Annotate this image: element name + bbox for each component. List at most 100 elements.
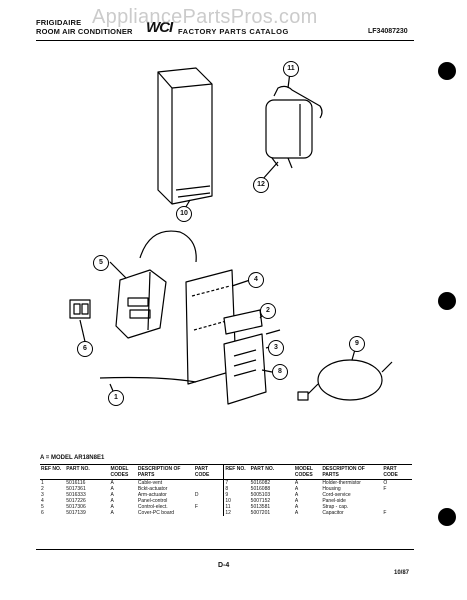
table-cell: 5017139 bbox=[66, 510, 86, 516]
callout-4: 4 bbox=[248, 272, 264, 288]
callout-8: 8 bbox=[272, 364, 288, 380]
table-cell: F bbox=[383, 510, 387, 516]
catalog-code: LF34087230 bbox=[368, 28, 408, 35]
callout-12: 12 bbox=[253, 177, 269, 193]
table-cell: A bbox=[294, 504, 299, 510]
capacitor-drawing bbox=[265, 85, 323, 169]
table-cell: 10 bbox=[223, 498, 250, 504]
table-cell: 7 bbox=[223, 479, 250, 486]
table-cell: 5017226 bbox=[66, 498, 86, 504]
callout-10: 10 bbox=[176, 206, 192, 222]
column-header: REF NO. bbox=[40, 464, 66, 480]
column-header: PART CODE bbox=[382, 464, 412, 480]
table-cell: 2 bbox=[41, 486, 44, 492]
table-cell: F bbox=[383, 486, 387, 492]
page-number: D-4 bbox=[218, 562, 230, 569]
side-panel-drawing bbox=[157, 67, 213, 205]
header-rule bbox=[36, 40, 414, 41]
binder-hole bbox=[438, 292, 456, 310]
table-cell: A bbox=[294, 486, 299, 492]
table-cell: 8 bbox=[223, 486, 250, 492]
table-cell: O bbox=[383, 480, 388, 486]
table-cell: Arm-actuator bbox=[137, 492, 167, 498]
table-cell: A bbox=[110, 504, 114, 510]
table-cell: A bbox=[110, 486, 114, 492]
table-cell bbox=[194, 510, 224, 516]
column-header: PART NO. bbox=[65, 464, 110, 480]
model-legend: A = MODEL AR18N8E1 bbox=[40, 455, 105, 461]
connector-drawing bbox=[69, 299, 91, 319]
callout-9: 9 bbox=[349, 336, 365, 352]
table-cell: Cord-service bbox=[322, 492, 351, 498]
table-cell: 5007152 bbox=[250, 498, 271, 504]
table-cell: 1 bbox=[41, 480, 44, 486]
table-cell: A bbox=[110, 510, 114, 516]
table-cell: Strap - cap. bbox=[322, 504, 349, 510]
table-cell: 5017361 bbox=[66, 486, 86, 492]
column-header: MODEL CODES bbox=[293, 464, 322, 480]
binder-hole bbox=[438, 508, 456, 526]
footer-rule bbox=[36, 549, 414, 550]
brand-block: FRIGIDAIRE ROOM AIR CONDITIONER bbox=[36, 18, 133, 36]
table-cell: 11 bbox=[223, 504, 250, 510]
table-cell: A bbox=[294, 492, 299, 498]
vent-cable-drawing bbox=[99, 376, 197, 383]
callout-1: 1 bbox=[108, 390, 124, 406]
wiring-harness-drawing bbox=[139, 230, 197, 263]
table-cell: 6 bbox=[41, 510, 44, 516]
table-cell: Holder-thermistor bbox=[322, 480, 361, 486]
table-cell: A bbox=[110, 498, 114, 504]
table-header-row: REF NO. PART NO. MODEL CODES DESCRIPTION… bbox=[40, 464, 412, 480]
table-cell: 5016082 bbox=[250, 480, 271, 486]
column-header: PART NO. bbox=[249, 464, 294, 480]
table-cell: 5007201 bbox=[250, 510, 271, 516]
table-cell: 5005103 bbox=[250, 492, 271, 498]
table-cell: 3 bbox=[41, 492, 44, 498]
binder-hole bbox=[438, 62, 456, 80]
callout-2: 2 bbox=[260, 303, 276, 319]
product-line: ROOM AIR CONDITIONER bbox=[36, 27, 133, 36]
table-cell: 5017306 bbox=[66, 504, 86, 510]
column-header: REF NO. bbox=[223, 464, 250, 480]
column-header: DESCRIPTION OF PARTS bbox=[321, 464, 383, 480]
table-cell: F bbox=[194, 504, 198, 510]
table-cell: 5016116 bbox=[66, 480, 86, 486]
table-cell: Panel-control bbox=[137, 498, 168, 504]
column-header: DESCRIPTION OF PARTS bbox=[136, 464, 194, 480]
table-cell: Control-elect. bbox=[137, 504, 168, 510]
table-cell: Capacitor bbox=[322, 510, 344, 516]
table-cell: Bckt-actuator bbox=[137, 486, 168, 492]
table-cell: 12 bbox=[223, 510, 250, 516]
table-cell: A bbox=[294, 480, 299, 486]
table-cell: A bbox=[294, 510, 299, 516]
exploded-parts-diagram bbox=[69, 67, 393, 405]
actuator-bracket-drawing bbox=[223, 309, 281, 349]
table-cell: 5 bbox=[41, 504, 44, 510]
wci-logo: WCI bbox=[146, 19, 173, 36]
callout-3: 3 bbox=[268, 340, 284, 356]
revision-date: 10/87 bbox=[394, 570, 410, 576]
table-cell: D bbox=[194, 492, 199, 498]
column-header: PART CODE bbox=[193, 464, 224, 480]
catalog-title: FACTORY PARTS CATALOG bbox=[178, 27, 289, 36]
table-cell: Panel-side bbox=[322, 498, 346, 504]
pc-board-cover-drawing bbox=[223, 333, 267, 405]
column-header: MODEL CODES bbox=[109, 464, 137, 480]
parts-table: REF NO. PART NO. MODEL CODES DESCRIPTION… bbox=[40, 464, 412, 516]
table-cell: Cable-vent bbox=[137, 480, 163, 486]
table-cell: 5016088 bbox=[250, 486, 271, 492]
electronic-control-drawing bbox=[115, 269, 167, 339]
table-cell: Cover-PC board bbox=[137, 510, 175, 516]
table-cell: 4 bbox=[41, 498, 44, 504]
watermark: AppliancePartsPros.com bbox=[92, 6, 318, 28]
brand-name: FRIGIDAIRE bbox=[36, 18, 82, 27]
table-cell: Housing bbox=[322, 486, 341, 492]
service-cord-drawing bbox=[297, 359, 393, 401]
